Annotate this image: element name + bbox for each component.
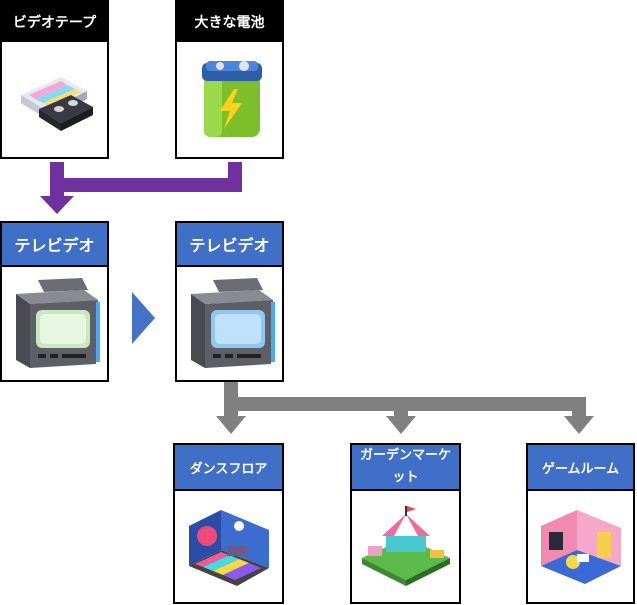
card-title: ゲームルーム [528, 445, 633, 491]
card-title: テレビデオ [177, 223, 282, 267]
card-televideo-2: テレビデオ [175, 221, 284, 382]
card-game-room: ゲームルーム [526, 443, 635, 604]
crt-tv-icon [2, 267, 107, 380]
game-room-icon [528, 491, 633, 602]
battery-icon [177, 42, 282, 157]
card-title: 大きな電池 [177, 2, 282, 42]
card-televideo-1: テレビデオ [0, 221, 109, 382]
crt-tv-blue-icon [177, 267, 282, 380]
card-title: ガーデンマーケット [352, 445, 459, 491]
card-garden-market: ガーデンマーケット [350, 443, 461, 604]
card-big-battery: 大きな電池 [175, 0, 284, 159]
vhs-tape-icon [2, 42, 107, 157]
card-title: テレビデオ [2, 223, 107, 267]
card-title: ダンスフロア [175, 445, 282, 491]
card-video-tape: ビデオテープ [0, 0, 109, 159]
merge-arrow [40, 162, 242, 214]
branch-arrow [216, 382, 594, 434]
card-title: ビデオテープ [2, 2, 107, 42]
upgrade-arrow [132, 292, 155, 344]
card-dance-floor: ダンスフロア [173, 443, 284, 604]
garden-market-icon [352, 491, 459, 602]
dance-floor-room-icon [175, 491, 282, 602]
